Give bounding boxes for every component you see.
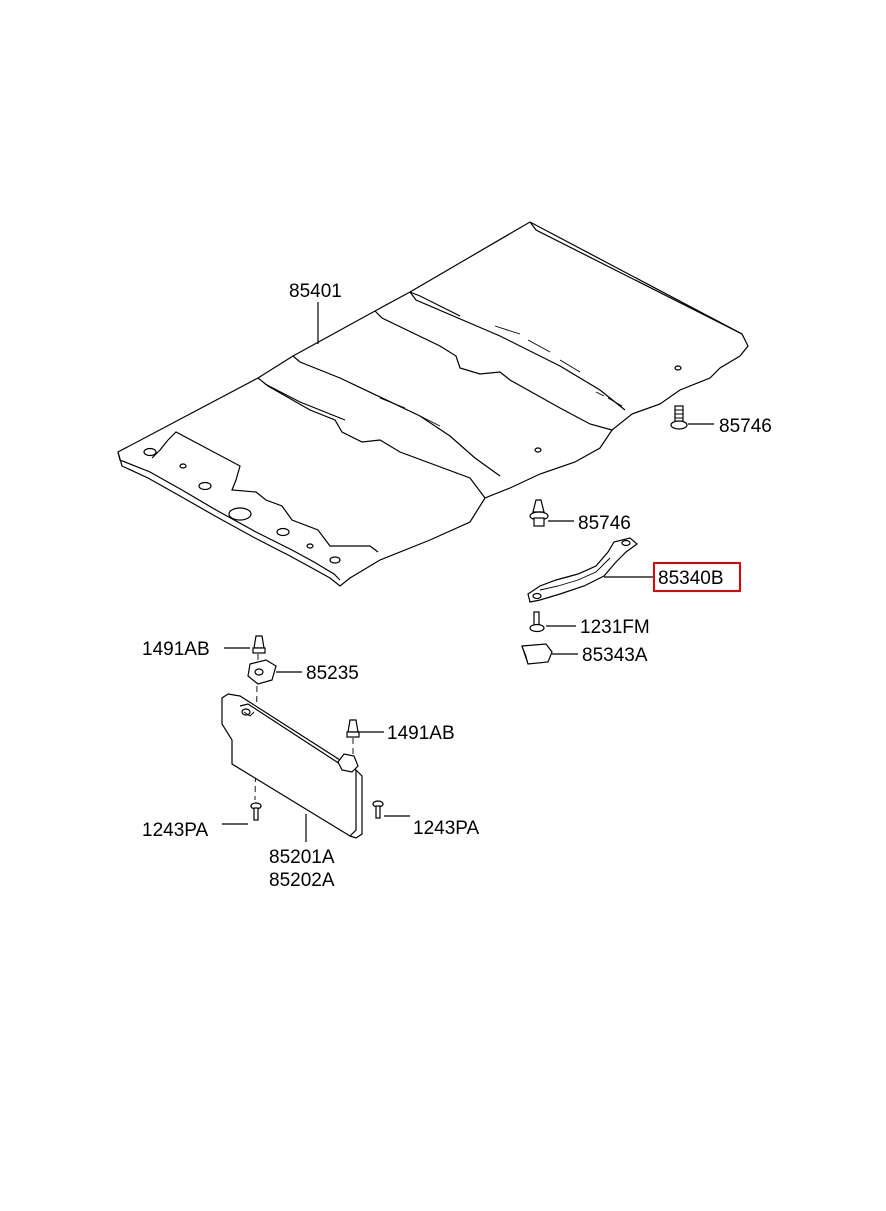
visor-screw-right-icon[interactable] bbox=[372, 800, 384, 819]
label-85201A[interactable]: 85201A bbox=[269, 847, 335, 868]
label-85340B[interactable]: 85340B bbox=[658, 568, 724, 589]
handle-cap-icon[interactable] bbox=[521, 643, 553, 665]
assist-handle-icon[interactable] bbox=[527, 537, 638, 603]
sun-visor-icon[interactable] bbox=[221, 693, 363, 839]
clip-right-icon[interactable] bbox=[346, 719, 360, 738]
label-1491AB-right[interactable]: 1491AB bbox=[387, 723, 455, 744]
clip-left-icon[interactable] bbox=[252, 635, 266, 654]
label-1243PA-left[interactable]: 1243PA bbox=[142, 820, 209, 841]
handle-bolt-icon[interactable] bbox=[529, 611, 545, 633]
label-85343A[interactable]: 85343A bbox=[582, 645, 648, 666]
assembly-line-left bbox=[254, 654, 259, 801]
visor-holder-icon[interactable] bbox=[247, 659, 277, 685]
label-1491AB-left[interactable]: 1491AB bbox=[142, 639, 210, 660]
screw-middle-icon[interactable] bbox=[529, 499, 549, 527]
label-85746-right[interactable]: 85746 bbox=[719, 416, 772, 437]
label-85202A[interactable]: 85202A bbox=[269, 870, 335, 891]
label-85235[interactable]: 85235 bbox=[306, 663, 359, 684]
label-85746-middle[interactable]: 85746 bbox=[578, 513, 631, 534]
visor-screw-left-icon[interactable] bbox=[250, 802, 262, 821]
highlight-box-85340B bbox=[653, 562, 741, 592]
screw-right-icon[interactable] bbox=[670, 405, 688, 430]
label-1243PA-right[interactable]: 1243PA bbox=[413, 818, 480, 839]
headliner-panel[interactable] bbox=[117, 221, 749, 587]
label-85401[interactable]: 85401 bbox=[289, 281, 342, 302]
label-1231FM[interactable]: 1231FM bbox=[580, 617, 650, 638]
